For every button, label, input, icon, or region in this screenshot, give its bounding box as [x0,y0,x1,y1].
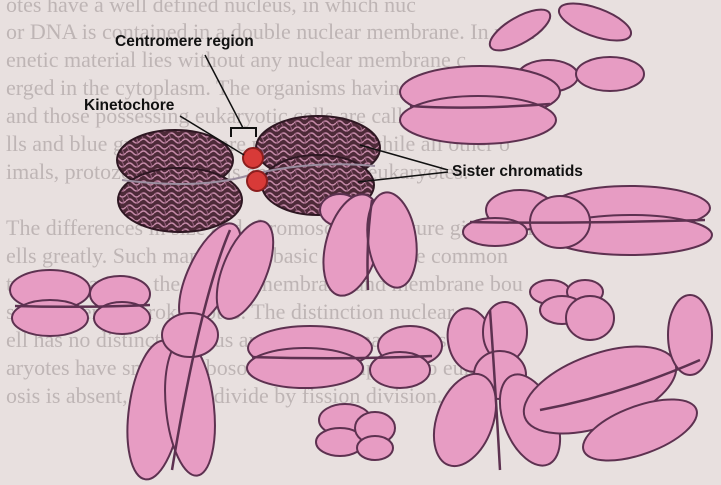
chromosome-bottom-center [316,404,395,460]
chromosome-long-right [463,186,712,255]
chromosome-x-top-right [400,0,644,144]
label-kinetochore: Kinetochore [84,97,174,115]
chromosome-center-horizontal [247,326,442,388]
centromere-leader-line [205,55,243,128]
kinetochore-dot-lower [247,171,267,191]
label-sister-chromatids: Sister chromatids [452,163,583,181]
kinetochore-dot-upper [243,148,263,168]
chromosome-small-cluster [530,280,614,340]
chromosome-left-small [10,270,150,336]
label-centromere-region: Centromere region [115,33,254,51]
centromere-bracket [231,128,256,137]
